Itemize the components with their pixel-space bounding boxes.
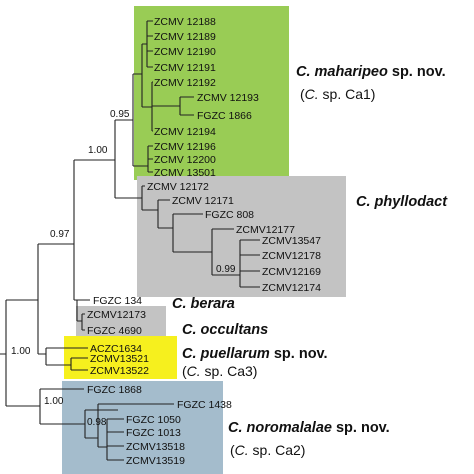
taxon-label: ZCMV 13501 bbox=[154, 167, 216, 179]
taxon-label: ZCMV 12190 bbox=[154, 46, 216, 58]
support-value: 1.00 bbox=[11, 346, 31, 357]
taxon-label: ZCMV 12200 bbox=[154, 154, 216, 166]
support-value: 1.00 bbox=[44, 396, 64, 407]
taxon-label: ZCMV12174 bbox=[262, 282, 321, 294]
taxon-label: ZCMV13521 bbox=[90, 353, 149, 365]
taxon-label: ZCMV12169 bbox=[262, 266, 321, 278]
taxon-label: ZCMV 12189 bbox=[154, 31, 216, 43]
tree-branches bbox=[0, 20, 260, 461]
species-name-berara: C. berara bbox=[172, 296, 235, 312]
taxon-label: ZCMV13518 bbox=[126, 441, 185, 453]
species-name-maharipeo: C. maharipeo sp. nov. bbox=[296, 64, 446, 80]
support-value: 1.00 bbox=[88, 145, 108, 156]
taxon-label: ZCMV 12191 bbox=[154, 62, 216, 74]
taxon-label: ZCMV 12172 bbox=[147, 181, 209, 193]
clade-box-phyllodact bbox=[137, 176, 346, 297]
species-name-occultans: C. occultans bbox=[182, 322, 268, 338]
support-value: 0.99 bbox=[216, 264, 236, 275]
taxon-label: ZCMV 12193 bbox=[197, 92, 259, 104]
species-alias-puellarum: (C. sp. Ca3) bbox=[182, 363, 257, 379]
clade-box-maharipeo bbox=[134, 6, 289, 180]
taxon-label: ZCMV 12171 bbox=[172, 195, 234, 207]
taxon-label: ZCMV13519 bbox=[126, 455, 185, 467]
taxon-label: ZCMV12177 bbox=[236, 224, 295, 236]
taxon-label: ACZC1634 bbox=[90, 343, 142, 355]
taxon-label: FGZC 4690 bbox=[87, 325, 142, 337]
taxon-label: FGZC 1013 bbox=[126, 427, 181, 439]
species-alias-maharipeo: (C. sp. Ca1) bbox=[300, 86, 375, 102]
taxon-label: FGZC 134 bbox=[93, 295, 142, 307]
taxon-label: ZCMV12178 bbox=[262, 250, 321, 262]
species-name-noromalalae: C. noromalalae sp. nov. bbox=[228, 420, 390, 436]
support-value: 0.97 bbox=[50, 229, 70, 240]
taxon-label: ZCMV13522 bbox=[90, 365, 149, 377]
taxon-label: ZCMV12173 bbox=[87, 309, 146, 321]
taxon-label: ZCMV 12192 bbox=[154, 77, 216, 89]
taxon-label: FGZC 1866 bbox=[197, 110, 252, 122]
taxon-label: FGZC 1868 bbox=[87, 384, 142, 396]
species-name-puellarum: C. puellarum sp. nov. bbox=[182, 346, 328, 362]
taxon-label: ZCMV13547 bbox=[262, 235, 321, 247]
taxon-label: ZCMV 12194 bbox=[154, 126, 216, 138]
taxon-label: ZCMV 12188 bbox=[154, 16, 216, 28]
support-value: 0.98 bbox=[87, 417, 107, 428]
clade-box-noromalalae bbox=[62, 381, 223, 474]
taxon-label: FGZC 808 bbox=[205, 209, 254, 221]
taxon-label: FGZC 1050 bbox=[126, 414, 181, 426]
taxon-label: ZCMV 12196 bbox=[154, 141, 216, 153]
taxon-label: FGZC 1438 bbox=[177, 399, 232, 411]
clade-box-occultans bbox=[76, 306, 166, 336]
species-alias-noromalalae: (C. sp. Ca2) bbox=[230, 442, 305, 458]
species-name-phyllodact: C. phyllodact bbox=[356, 194, 448, 210]
support-value: 0.95 bbox=[110, 109, 130, 120]
